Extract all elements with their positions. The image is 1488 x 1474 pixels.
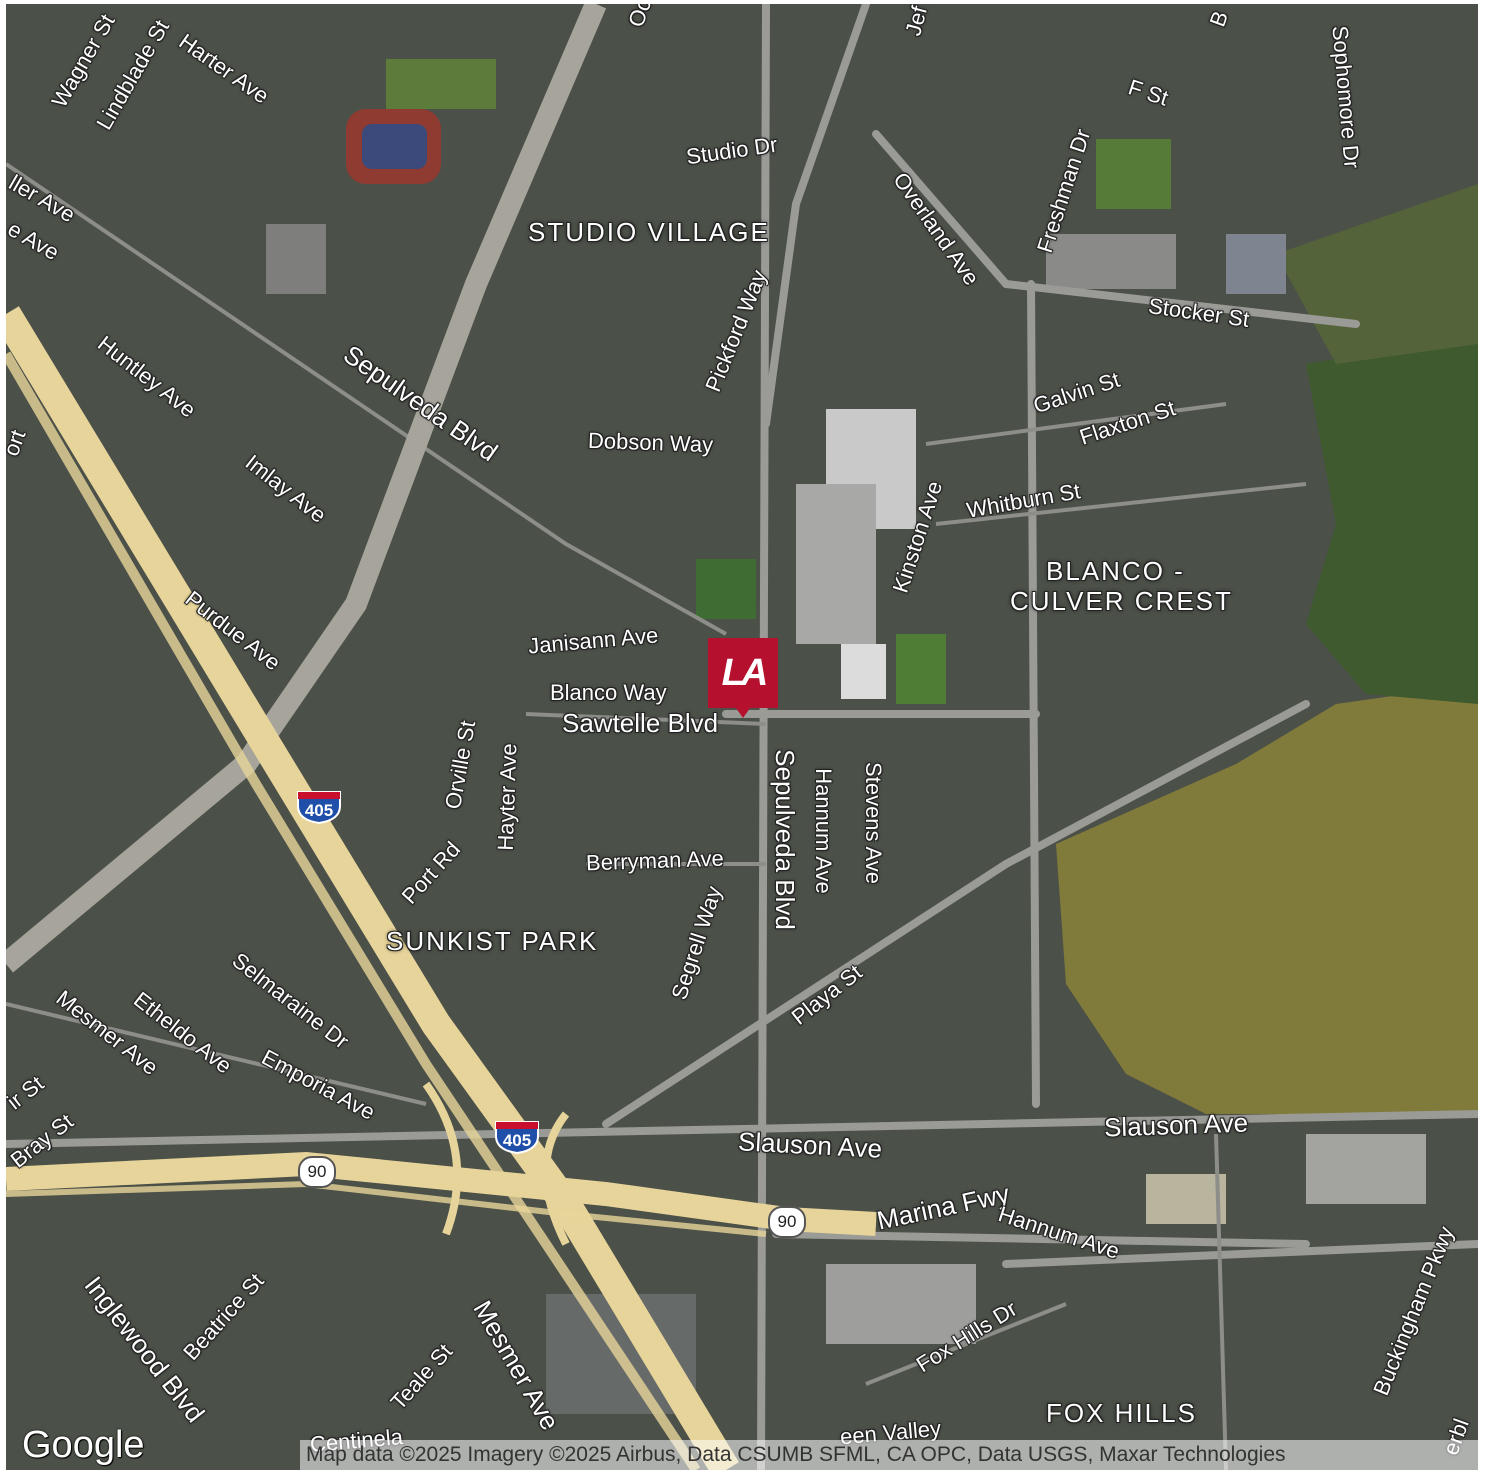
interstate-405-shield: 405 (296, 790, 342, 825)
neighborhood-sunkist-park: SUNKIST PARK (386, 926, 599, 956)
street-label-dobson: Dobson Way (587, 427, 714, 458)
street-label-hayter: Hayter Ave (492, 742, 522, 851)
satellite-map[interactable]: STUDIO VILLAGE BLANCO - CULVER CREST SUN… (6, 4, 1478, 1470)
neighborhood-fox-hills: FOX HILLS (1046, 1398, 1197, 1428)
street-label-stevens: Stevens Ave (860, 762, 886, 884)
street-label-sawtelle: Sawtelle Blvd (562, 708, 719, 738)
street-label-slauson-east: Slauson Ave (1103, 1107, 1249, 1143)
street-label-blanco-way: Blanco Way (550, 680, 667, 705)
street-label-sepulveda-lower: Sepulveda Blvd (769, 749, 800, 930)
neighborhood-blanco-culver-crest-line1: BLANCO - (1046, 556, 1185, 586)
marker-logo: LA (721, 652, 769, 694)
street-label-berryman: Berryman Ave (585, 845, 725, 876)
map-attribution[interactable]: Map data ©2025 Imagery ©2025 Airbus, Dat… (300, 1440, 1478, 1470)
route-90-shield: 90 (298, 1156, 336, 1188)
interstate-405-shield: 405 (494, 1120, 540, 1155)
street-label-hannum-vertical: Hannum Ave (810, 768, 836, 894)
route-90-shield: 90 (768, 1206, 806, 1238)
neighborhood-studio-village: STUDIO VILLAGE (528, 217, 770, 247)
location-marker-pin[interactable]: LA (708, 638, 778, 718)
neighborhood-blanco-culver-crest-line2: CULVER CREST (1010, 586, 1233, 616)
google-logo: Google (22, 1424, 145, 1466)
marker-pin-shape (708, 638, 778, 718)
map-imagery (6, 4, 1478, 1470)
